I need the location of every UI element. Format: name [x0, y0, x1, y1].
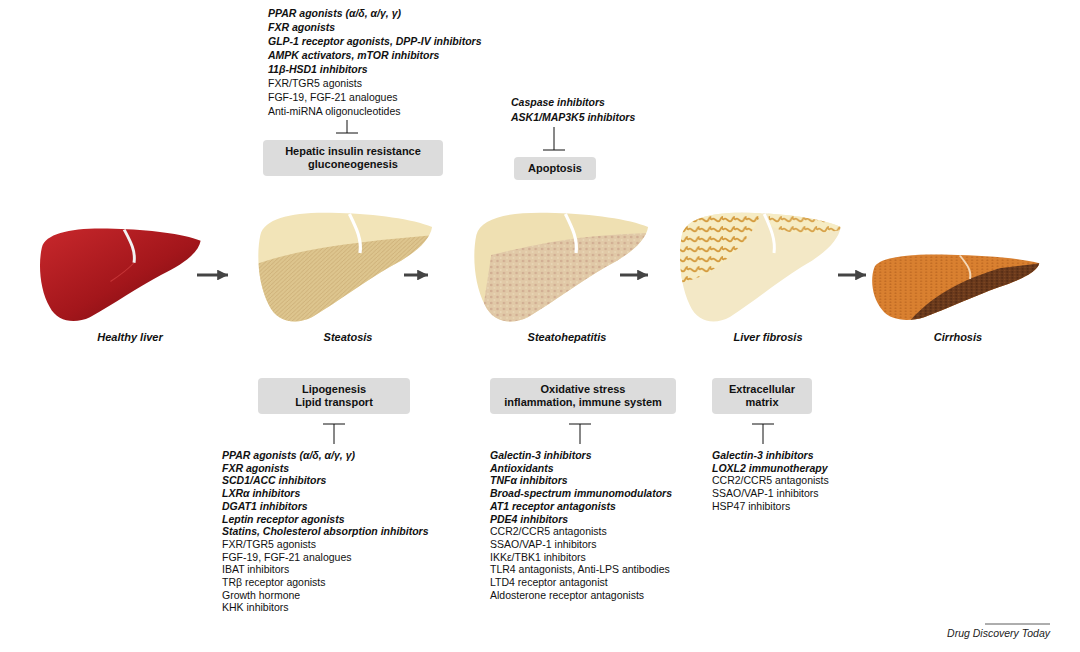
- stage-label: Liver fibrosis: [733, 331, 802, 344]
- box-text: Oxidative stress: [541, 383, 626, 396]
- drug-class: PPAR agonists (α/δ, α/γ, γ): [268, 7, 401, 20]
- box-text: Extracellular matrix: [721, 383, 803, 409]
- box-text: inflammation, immune system: [504, 396, 662, 409]
- drug-class: Galectin-3 inhibitors: [712, 449, 814, 462]
- drug-class: Antioxidants: [490, 462, 554, 475]
- drug-class: TNFα inhibitors: [490, 474, 568, 487]
- drug-class: Broad-spectrum immunomodulators: [490, 487, 672, 500]
- box-text: Hepatic insulin resistance: [285, 145, 421, 158]
- drug-class: FGF-19, FGF-21 analogues: [268, 91, 398, 104]
- box-text: Lipogenesis: [302, 383, 366, 396]
- drug-class: CCR2/CCR5 antagonists: [712, 474, 829, 487]
- drug-class: FXR agonists: [222, 462, 289, 475]
- progression-arrow: [620, 274, 648, 277]
- drug-class: TLR4 antagonists, Anti-LPS antibodies: [490, 563, 670, 576]
- healthy-liver: [40, 228, 201, 321]
- drug-class: PPAR agonists (α/δ, α/γ, γ): [222, 449, 355, 462]
- liver-stage: Steatosis: [228, 205, 404, 350]
- process-box: LipogenesisLipid transport: [258, 378, 410, 414]
- process-box: Hepatic insulin resistancegluconeogenesi…: [263, 140, 443, 176]
- drug-class: IKKε/TBK1 inhibitors: [490, 551, 586, 564]
- drug-class: FXR agonists: [268, 21, 335, 34]
- drug-class: 11β-HSD1 inhibitors: [268, 63, 368, 76]
- journal-caption: Drug Discovery Today: [947, 627, 1050, 640]
- drug-class: LTD4 receptor antagonist: [490, 576, 608, 589]
- box-text: Apoptosis: [528, 162, 582, 175]
- stage-label: Steatohepatitis: [528, 331, 607, 344]
- drug-class: Anti-miRNA oligonucleotides: [268, 105, 400, 118]
- process-box: Extracellular matrix: [712, 378, 812, 414]
- drug-class: SCD1/ACC inhibitors: [222, 474, 326, 487]
- process-box: Oxidative stressinflammation, immune sys…: [490, 378, 676, 414]
- progression-arrow: [838, 274, 866, 277]
- progression-arrow: [197, 274, 228, 277]
- drug-class: FXR/TGR5 agonists: [268, 77, 362, 90]
- drug-class: Caspase inhibitors: [511, 96, 605, 109]
- stage-label: Steatosis: [324, 331, 373, 344]
- fibrotic-liver: [676, 205, 843, 321]
- drug-class: HSP47 inhibitors: [712, 500, 790, 513]
- drug-class: PDE4 inhibitors: [490, 513, 568, 526]
- drug-class: IBAT inhibitors: [222, 563, 289, 576]
- liver-stage: Liver fibrosis: [648, 205, 838, 350]
- progression-arrow: [404, 274, 428, 277]
- drug-class: ASK1/MAP3K5 inhibitors: [511, 111, 635, 124]
- liver-stage: Healthy liver: [36, 205, 197, 350]
- drug-class: SSAO/VAP-1 inhibitors: [712, 487, 819, 500]
- stage-label: Healthy liver: [97, 331, 162, 344]
- drug-class: AMPK activators, mTOR inhibitors: [268, 49, 439, 62]
- drug-class: FGF-19, FGF-21 analogues: [222, 551, 352, 564]
- drug-class: LOXL2 immunotherapy: [712, 462, 828, 475]
- drug-class: Growth hormone: [222, 589, 300, 602]
- drug-class: FXR/TGR5 agonists: [222, 538, 316, 551]
- liver-stage: Cirrhosis: [866, 205, 1044, 350]
- steatohepatitis-liver: [474, 213, 650, 325]
- drug-class: TRβ receptor agonists: [222, 576, 326, 589]
- drug-class: Leptin receptor agonists: [222, 513, 345, 526]
- drug-class: DGAT1 inhibitors: [222, 500, 308, 513]
- stage-label: Cirrhosis: [934, 331, 982, 344]
- process-box: Apoptosis: [514, 157, 596, 180]
- drug-class: AT1 receptor antagonists: [490, 500, 616, 513]
- liver-stage: Steatohepatitis: [428, 205, 620, 350]
- drug-class: LXRα inhibitors: [222, 487, 300, 500]
- drug-class: Galectin-3 inhibitors: [490, 449, 592, 462]
- drug-class: GLP-1 receptor agonists, DPP-IV inhibito…: [268, 35, 482, 48]
- drug-class: CCR2/CCR5 antagonists: [490, 525, 607, 538]
- drug-class: KHK inhibitors: [222, 601, 289, 614]
- steatosis-liver: [254, 213, 434, 325]
- drug-class: Statins, Cholesterol absorption inhibito…: [222, 525, 429, 538]
- cirrhotic-liver: [872, 255, 1041, 322]
- box-text: Lipid transport: [295, 396, 373, 409]
- box-text: gluconeogenesis: [308, 158, 398, 171]
- drug-class: Aldosterone receptor antagonists: [490, 589, 644, 602]
- drug-class: SSAO/VAP-1 inhibitors: [490, 538, 597, 551]
- caption-rule: [985, 624, 1050, 625]
